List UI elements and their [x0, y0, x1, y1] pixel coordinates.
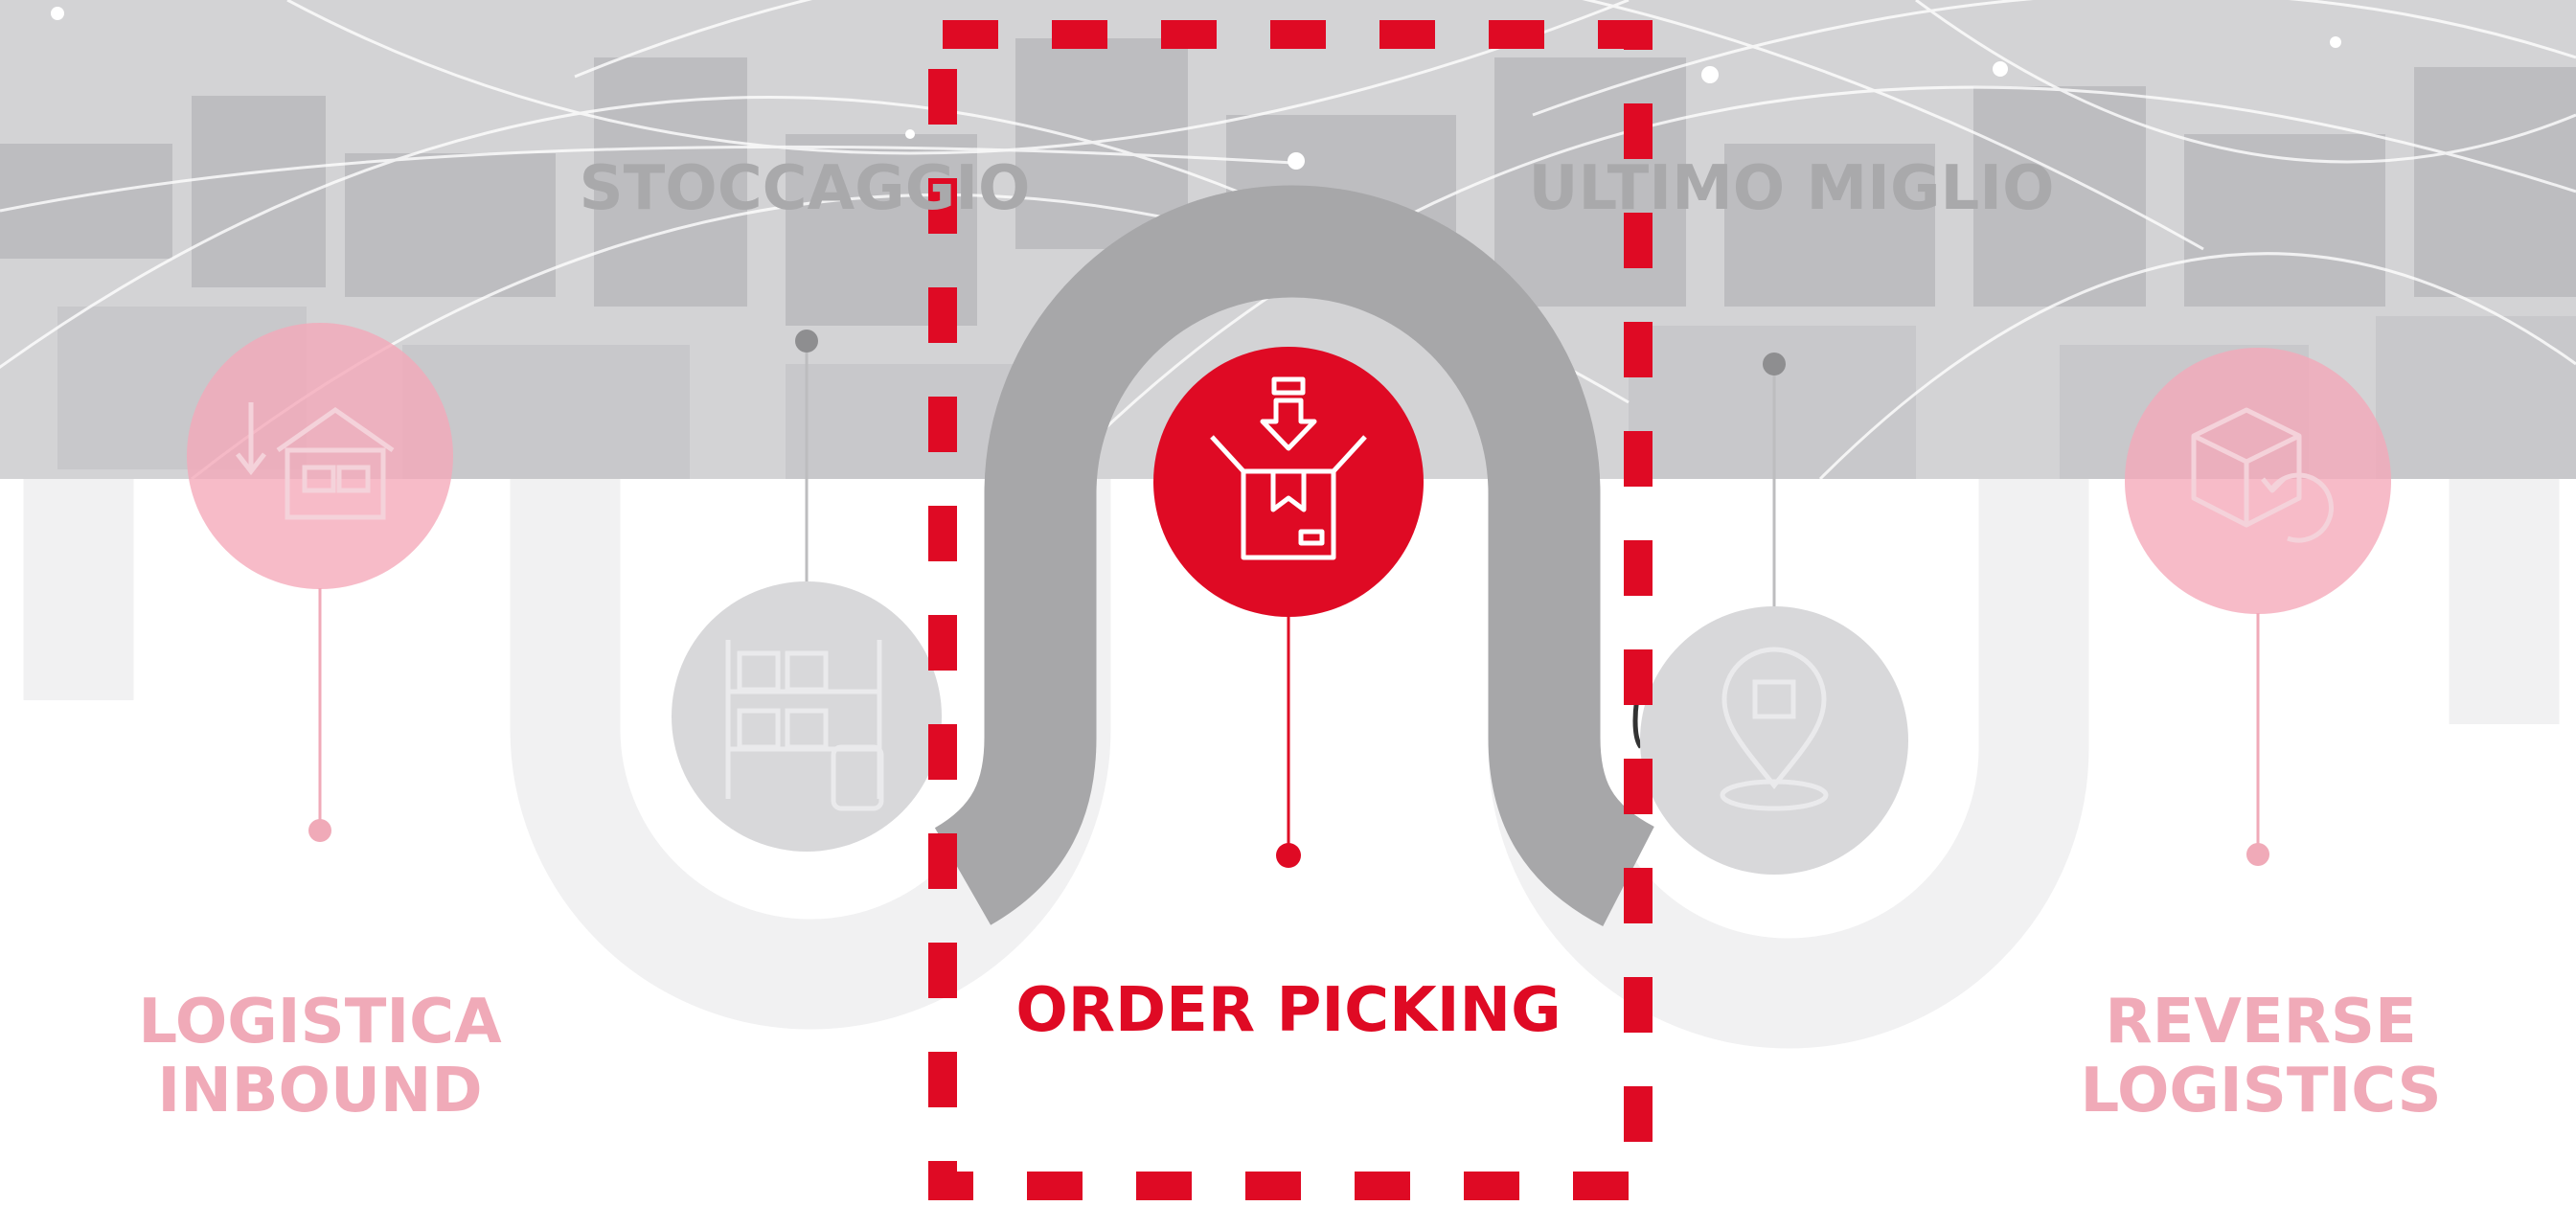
label-line-2: INBOUND	[61, 1058, 579, 1126]
step-circle	[2125, 348, 2391, 614]
step-reverse-logistics[interactable]	[2125, 348, 2391, 866]
label-line-1: LOGISTICA	[61, 989, 579, 1058]
label-stoccaggio: STOCCAGGIO	[536, 155, 1073, 224]
step-circle	[672, 581, 942, 852]
label-line-1: REVERSE	[2002, 989, 2519, 1058]
label-ultimo-miglio: ULTIMO MIGLIO	[1494, 155, 2088, 224]
step-circle	[1640, 606, 1908, 875]
label-reverse-logistics: REVERSE LOGISTICS	[2002, 989, 2519, 1126]
connector-dot	[1276, 843, 1301, 868]
label-logistica-inbound: LOGISTICA INBOUND	[61, 989, 579, 1126]
step-circle	[1153, 347, 1424, 617]
step-logistica-inbound[interactable]	[187, 323, 453, 842]
connector-dot	[308, 819, 331, 842]
label-order-picking: ORDER PICKING	[977, 977, 1600, 1046]
label-line-2: LOGISTICS	[2002, 1058, 2519, 1126]
connector-dot	[2246, 843, 2269, 866]
step-order-picking[interactable]	[1153, 347, 1424, 868]
step-circle	[187, 323, 453, 589]
connector-dot	[1763, 353, 1786, 375]
connector-dot	[795, 330, 818, 353]
